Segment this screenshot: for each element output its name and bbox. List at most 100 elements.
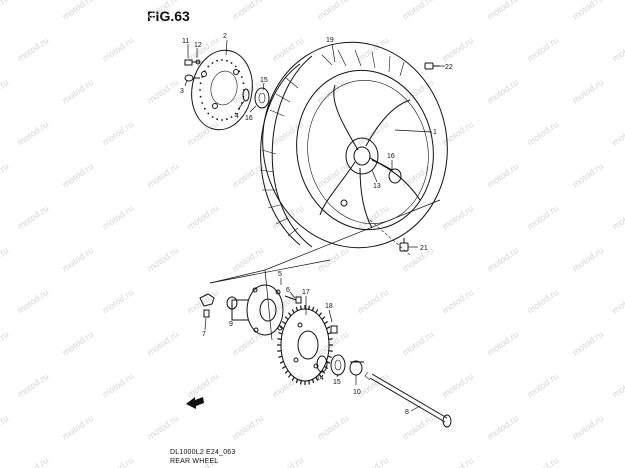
front-direction-arrow-icon	[186, 397, 204, 409]
disc-vent-hole	[199, 82, 202, 85]
watermark-text: motod.ru	[15, 119, 50, 148]
sprocket-tooth	[291, 309, 295, 314]
section-name: REAR WHEEL	[170, 458, 219, 465]
watermark-text: motod.ru	[525, 287, 560, 316]
watermark-text: motod.ru	[185, 371, 220, 400]
disc-vent-hole	[230, 116, 233, 118]
watermark-text: motod.ru	[570, 77, 605, 106]
watermark-text: motod.ru	[15, 371, 50, 400]
watermark-text: motod.ru	[440, 35, 475, 64]
watermark-text: motod.ru	[185, 287, 220, 316]
figure-title: FIG.63	[147, 8, 190, 24]
callout-7: 7	[202, 331, 206, 338]
watermark-text: motod.ru	[525, 203, 560, 232]
hub-bearing	[330, 354, 346, 376]
callout-6: 6	[286, 287, 290, 294]
watermark-text: motod.ru	[230, 0, 265, 22]
disc-vent-hole	[221, 119, 223, 121]
watermark-text: motod.ru	[0, 161, 10, 190]
watermark-text: motod.ru	[485, 245, 520, 274]
sprocket-tooth	[295, 306, 299, 311]
callout-22: 22	[445, 64, 453, 71]
drum-stud	[284, 295, 302, 304]
callout-13: 13	[373, 183, 381, 190]
axle-collar	[349, 360, 364, 376]
watermark-text: motod.ru	[230, 245, 265, 274]
watermark-text: motod.ru	[230, 329, 265, 358]
sprocket-tooth	[284, 370, 289, 374]
watermark-text: motod.ru	[270, 455, 305, 468]
callout-17: 16	[245, 115, 253, 122]
disc-vent-hole	[207, 112, 210, 115]
watermark-text: motod.ru	[570, 413, 605, 442]
disc-side-bearing	[242, 87, 270, 109]
disc-vent-hole	[216, 118, 219, 121]
sprocket-tooth	[324, 321, 329, 325]
sprocket-tooth	[328, 338, 333, 340]
balancer-weight	[399, 238, 409, 252]
watermark-text: motod.ru	[440, 287, 475, 316]
sprocket-tooth	[278, 355, 283, 358]
callout-12: 12	[194, 42, 202, 49]
watermark-text: motod.ru	[525, 35, 560, 64]
disc-vent-hole	[221, 59, 223, 61]
watermark-text: motod.ru	[570, 161, 605, 190]
watermark-text: motod.ru	[100, 203, 135, 232]
watermark-text: motod.ru	[440, 371, 475, 400]
watermark-text: motod.ru	[0, 329, 10, 358]
watermark-text: motod.ru	[15, 455, 50, 468]
callout-8: 8	[405, 409, 409, 416]
watermark-text: motod.ru	[315, 0, 350, 22]
watermark-text: motod.ru	[400, 413, 435, 442]
watermark-text: motod.ru	[315, 77, 350, 106]
callout-2: 2	[223, 33, 227, 40]
sprocket-tooth	[281, 321, 286, 325]
sprocket-nut	[330, 325, 338, 334]
hub-spacer	[316, 355, 328, 373]
sprocket-tooth	[281, 365, 286, 369]
sprocket-tooth	[300, 305, 302, 310]
watermark-text: motod.ru	[145, 161, 180, 190]
leader-lines	[184, 39, 445, 412]
watermark-text: motod.ru	[0, 0, 10, 22]
watermark-text: motod.ru	[355, 455, 390, 468]
watermark-text: motod.ru	[400, 0, 435, 22]
sprocket-tooth	[318, 373, 322, 378]
callout-15: 15	[333, 379, 341, 386]
watermark-text: motod.ru	[440, 119, 475, 148]
watermark-text: motod.ru	[610, 35, 625, 64]
disc-vent-hole	[226, 59, 228, 62]
watermark-text: motod.ru	[400, 245, 435, 274]
watermark-text: motod.ru	[570, 245, 605, 274]
watermark-text: motod.ru	[485, 161, 520, 190]
sprocket-tooth	[295, 379, 299, 384]
watermark-text: motod.ru	[15, 35, 50, 64]
disc-vent-hole	[207, 65, 210, 68]
sprocket-tooth	[311, 306, 315, 311]
watermark-text: motod.ru	[440, 455, 475, 468]
callout-3: 3	[180, 88, 184, 95]
watermark-text: motod.ru	[100, 455, 135, 468]
sprocket-tooth	[278, 332, 283, 335]
sprocket-tooth	[308, 305, 310, 310]
sprocket-tooth	[321, 316, 326, 320]
watermark-text: motod.ru	[525, 119, 560, 148]
callout-16b: 16	[387, 153, 395, 160]
disc-vent-hole	[234, 112, 237, 115]
callout-labels: 19 1 2 11 12 3 4 16 15 16 13 22 21 5 6 1…	[180, 33, 453, 416]
disc-vent-hole	[211, 62, 214, 64]
watermark-text: motod.ru	[145, 0, 180, 22]
callout-19: 18	[325, 303, 333, 310]
disc-vent-hole	[199, 95, 202, 98]
watermark-text: motod.ru	[0, 77, 10, 106]
callout-11: 11	[182, 38, 189, 45]
sprocket-tooth	[288, 312, 292, 317]
watermark-text: motod.ru	[230, 161, 265, 190]
sprocket-tooth	[277, 350, 282, 352]
drum-bearing	[226, 296, 238, 310]
watermark-text: motod.ru	[60, 161, 95, 190]
disc-bolt-set	[184, 59, 201, 82]
watermark-text: motod.ru	[610, 287, 625, 316]
sprocket-tooth	[279, 360, 284, 364]
